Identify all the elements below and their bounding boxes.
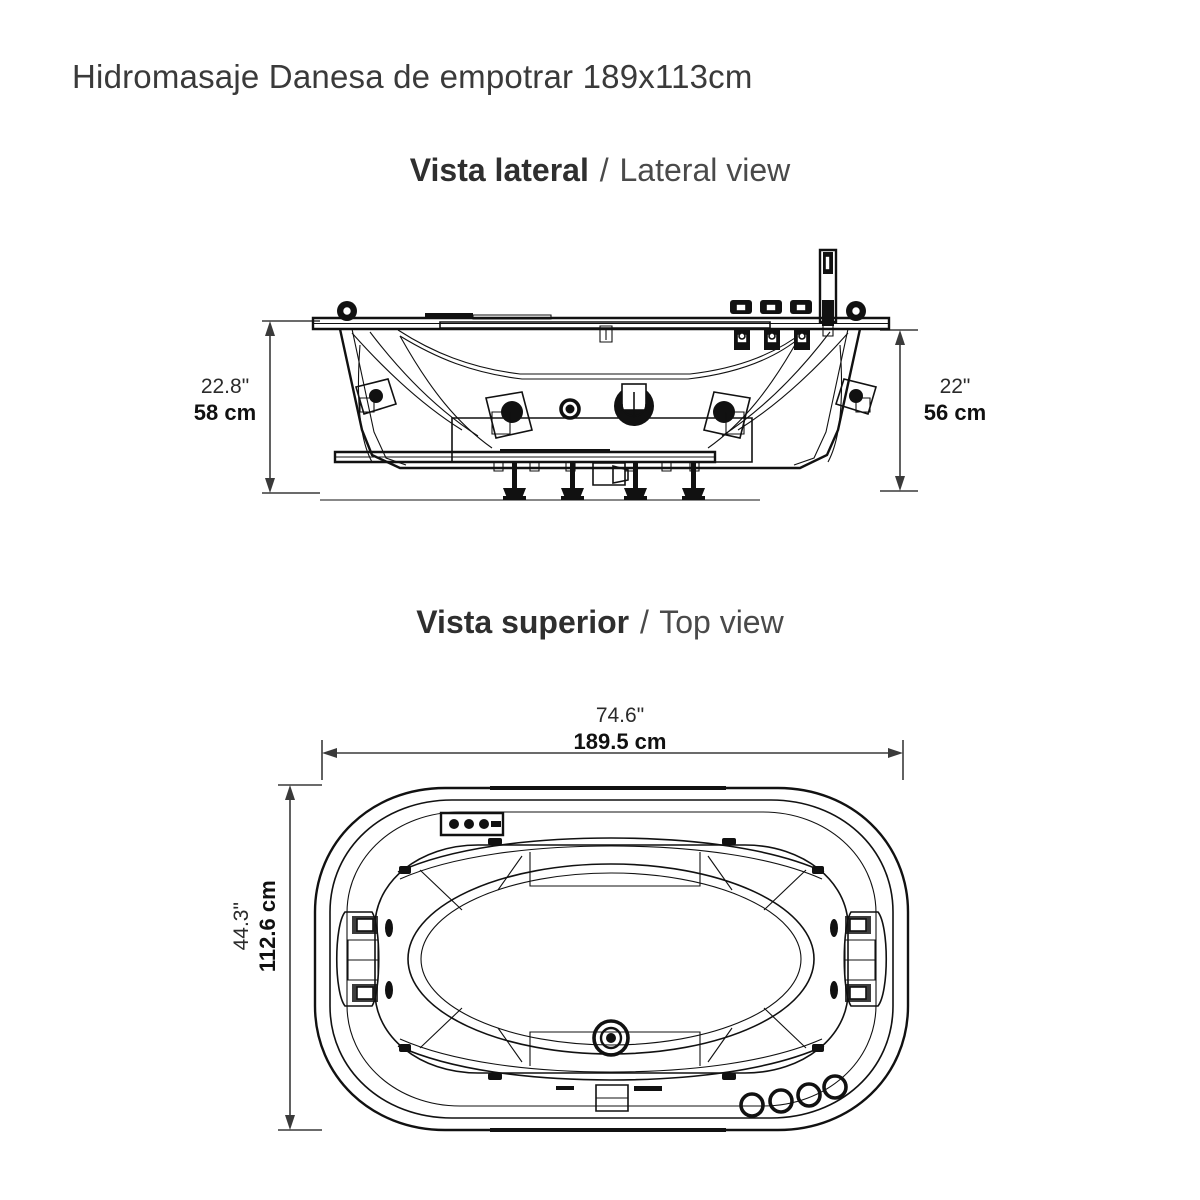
side-jet-ports xyxy=(385,919,838,999)
dimension-overall-depth xyxy=(278,784,322,1131)
rim-highlight-bar xyxy=(490,786,726,1132)
tub-rim-deck xyxy=(313,313,889,329)
heading-lateral-en: Lateral view xyxy=(619,152,791,188)
jet-fitting-left-lower xyxy=(486,392,532,438)
hand-shower-column xyxy=(820,250,836,336)
dimension-overall-width-imperial: 74.6" xyxy=(595,704,645,727)
heading-top-en: Top view xyxy=(659,604,784,640)
dimension-label-overall-depth: 44.3" 112.6 cm xyxy=(229,846,281,1006)
grab-rail-contours xyxy=(398,838,824,1080)
headrest-right xyxy=(844,912,886,1006)
jet-fitting-right-upper xyxy=(836,379,876,414)
overflow-waste-box xyxy=(556,1085,662,1111)
page-title: Hidromasaje Danesa de empotrar 189x113cm xyxy=(72,58,753,95)
bathtub-top-view xyxy=(315,786,908,1132)
tap-holes-group xyxy=(741,1076,846,1116)
tub-basin-floor-inner xyxy=(421,873,801,1045)
adjustable-feet xyxy=(503,462,705,500)
center-jet-port xyxy=(561,400,579,418)
dimension-left-height-imperial: 22.8" xyxy=(200,375,250,398)
adjustable-foot-4 xyxy=(682,462,705,500)
dimension-right-height-metric: 56 cm xyxy=(923,399,987,425)
faucet-valve-1 xyxy=(730,300,752,350)
rim-end-cap-right xyxy=(846,301,866,321)
dimension-right-height-imperial: 22" xyxy=(939,375,971,398)
section-heading-top-view: Vista superior / Top view xyxy=(0,604,1200,641)
tub-outer-rim xyxy=(315,788,908,1130)
dimension-left-height-metric: 58 cm xyxy=(193,399,257,425)
dimension-label-right-height: 22" 56 cm xyxy=(905,374,1005,426)
faucet-valve-3 xyxy=(790,300,812,350)
dimension-label-left-height: 22.8" 58 cm xyxy=(175,374,275,426)
drain-overflow-assembly xyxy=(614,383,654,426)
tub-bottom-pan xyxy=(452,418,752,462)
tub-basin-wall xyxy=(375,845,848,1073)
headrest-left xyxy=(337,912,379,1006)
jet-fitting-left-upper xyxy=(356,379,396,414)
heading-lateral-separator: / xyxy=(599,152,609,188)
deck-faucet-valve-set xyxy=(730,300,812,350)
pump-motor-block xyxy=(593,463,628,485)
top-view-drawing xyxy=(278,740,1200,1132)
adjustable-foot-3 xyxy=(624,462,647,500)
tub-basin-floor xyxy=(408,864,814,1054)
jet-fitting-right-lower xyxy=(704,392,750,438)
control-panel[interactable] xyxy=(441,813,503,835)
section-heading-lateral-view: Vista lateral / Lateral view xyxy=(0,152,1200,189)
dimension-overall-width-metric: 189.5 cm xyxy=(573,728,667,754)
seat-shelf-top xyxy=(420,852,806,910)
internal-plumbing-lines xyxy=(352,332,848,462)
lateral-view-drawing xyxy=(262,0,918,560)
heading-top-es: Vista superior xyxy=(416,604,630,640)
dimension-left-height xyxy=(262,320,320,494)
heading-top-separator: / xyxy=(640,604,649,640)
bathtub-cross-section xyxy=(313,250,889,500)
adjustable-foot-2 xyxy=(561,462,584,500)
rim-end-cap-left xyxy=(337,301,357,321)
faucet-valve-2 xyxy=(760,300,782,350)
heading-lateral-es: Vista lateral xyxy=(409,152,589,188)
support-frame-rail xyxy=(335,449,715,462)
dimension-overall-depth-metric: 112.6 cm xyxy=(254,880,280,973)
seat-shelf-bottom xyxy=(420,1008,806,1066)
rail-mount-pads xyxy=(399,838,824,1080)
tub-rim-inner-contour xyxy=(330,800,893,1118)
adjustable-foot-1 xyxy=(503,462,526,500)
dimension-label-overall-width: 74.6" 189.5 cm xyxy=(540,703,700,755)
dimension-overall-width xyxy=(321,740,904,780)
center-drain xyxy=(594,1021,628,1055)
dimension-overall-depth-imperial: 44.3" xyxy=(229,902,253,951)
